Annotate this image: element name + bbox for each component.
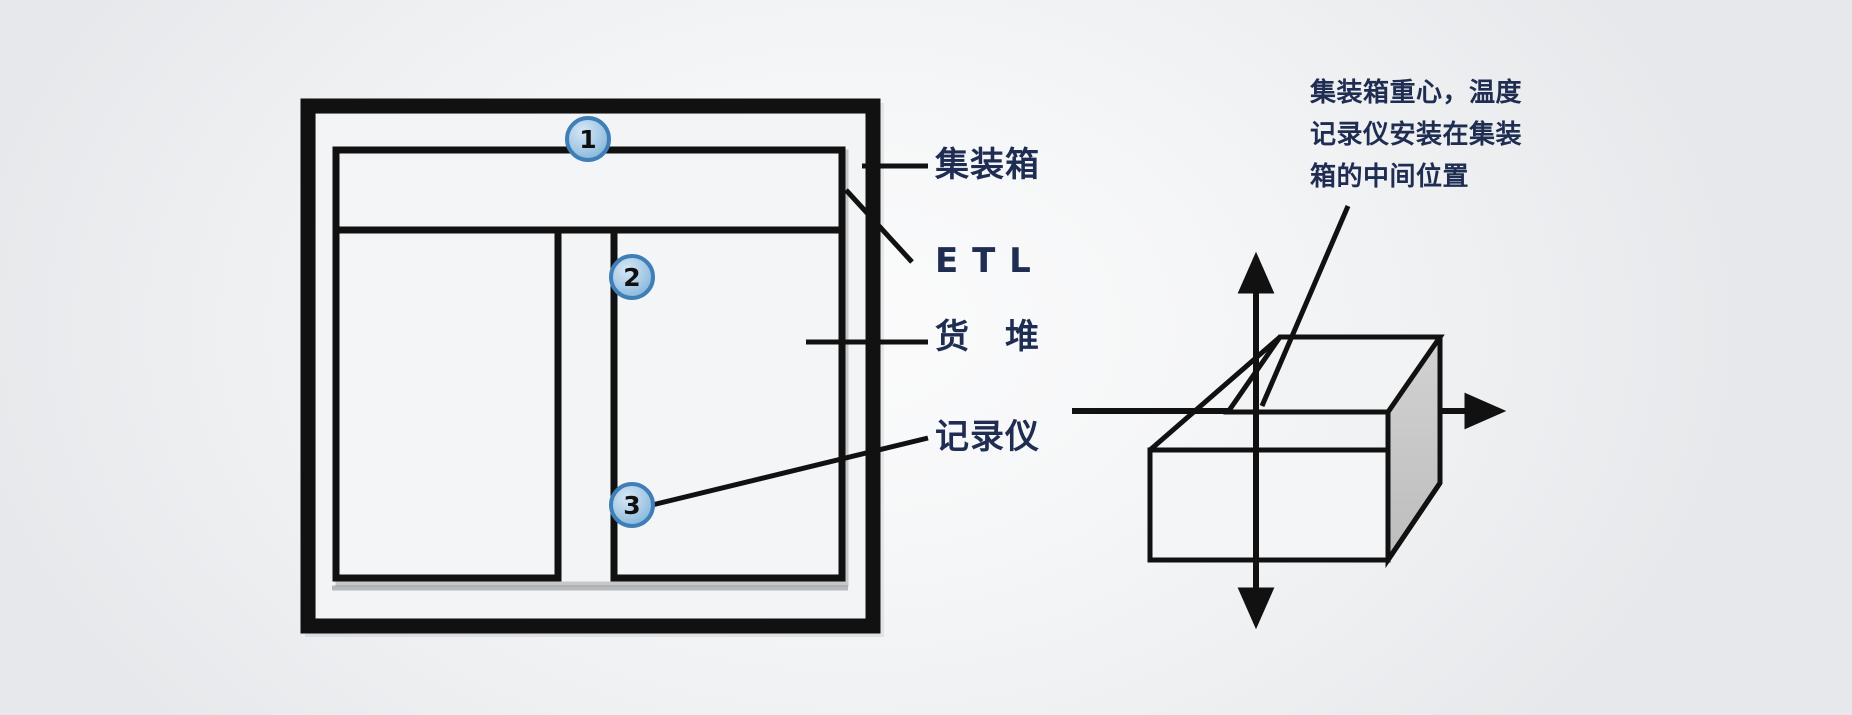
leader-line-centroid-note	[1259, 205, 1351, 407]
cuboid-face-front	[1147, 447, 1391, 563]
marker-1[interactable]: 1	[565, 116, 611, 162]
leader-line-recorder	[651, 435, 929, 508]
cuboid-3d	[1147, 334, 1445, 569]
marker-2[interactable]: 2	[609, 254, 655, 300]
container-outer-wall	[300, 98, 881, 634]
cargo-band-top	[332, 146, 846, 234]
marker-3[interactable]: 3	[609, 482, 655, 528]
cargo-block-left	[332, 226, 562, 582]
marker-1-label: 1	[579, 125, 596, 154]
marker-3-label: 3	[623, 491, 640, 520]
callout-label-recorder: 记录仪	[935, 417, 1040, 457]
callout-label-cargo-stack: 货 堆	[935, 317, 1040, 357]
callout-label-etl: E T L	[935, 241, 1032, 281]
leader-lines-plan	[651, 163, 929, 508]
centroid-annotation-text: 集装箱重心，温度 记录仪安装在集装 箱的中间位置	[1310, 78, 1523, 193]
callout-label-container: 集装箱	[935, 145, 1040, 185]
marker-2-label: 2	[623, 263, 640, 292]
leader-line-etl	[844, 188, 914, 264]
